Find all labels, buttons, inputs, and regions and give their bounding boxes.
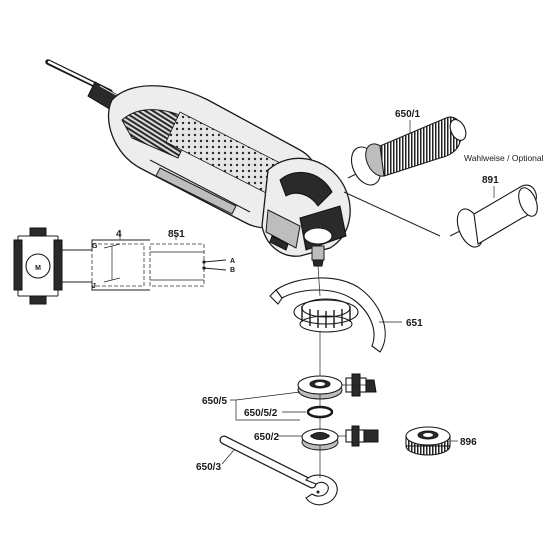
terminal-a-label: A [230,258,235,265]
pin-wrench-650-3 [219,435,338,506]
callout-leaders [221,120,495,465]
callout-650-3: 650/3 [196,462,221,473]
motor-schematic: M [13,227,63,305]
o-ring-650-5-2 [306,405,334,419]
flange-650-5 [297,375,343,400]
callout-4: 4 [116,229,122,240]
motor-symbol-label: M [35,265,41,272]
callout-labels: 650/1 Wahlweise / Optional 891 4 851 651… [116,109,544,473]
terminal-j-label: J [92,283,96,290]
callout-651: 651 [406,318,423,329]
assembly-lines [317,191,441,478]
terminal-b-label: B [230,267,235,274]
clamping-nut-650-2-side [345,425,379,447]
quick-clamping-nut-896 [405,426,451,456]
circuit-diagram: M G J A B [13,227,235,305]
auxiliary-handle-650-1 [347,116,467,186]
optional-note: Wahlweise / Optional [464,153,544,163]
callout-650-2: 650/2 [254,432,279,443]
angle-grinder-body [107,85,318,229]
callout-650-1: 650/1 [395,109,420,120]
callout-851: 851 [168,229,185,240]
gear-head [261,157,351,267]
callout-650-5: 650/5 [202,396,227,407]
optional-handle-891 [449,184,538,248]
terminal-g-label: G [92,243,98,250]
callout-896: 896 [460,437,477,448]
clamping-nut-650-2 [301,428,339,451]
callout-650-5-2: 650/5/2 [244,408,278,419]
wheel-guard-651 [269,277,386,353]
callout-891: 891 [482,175,499,186]
